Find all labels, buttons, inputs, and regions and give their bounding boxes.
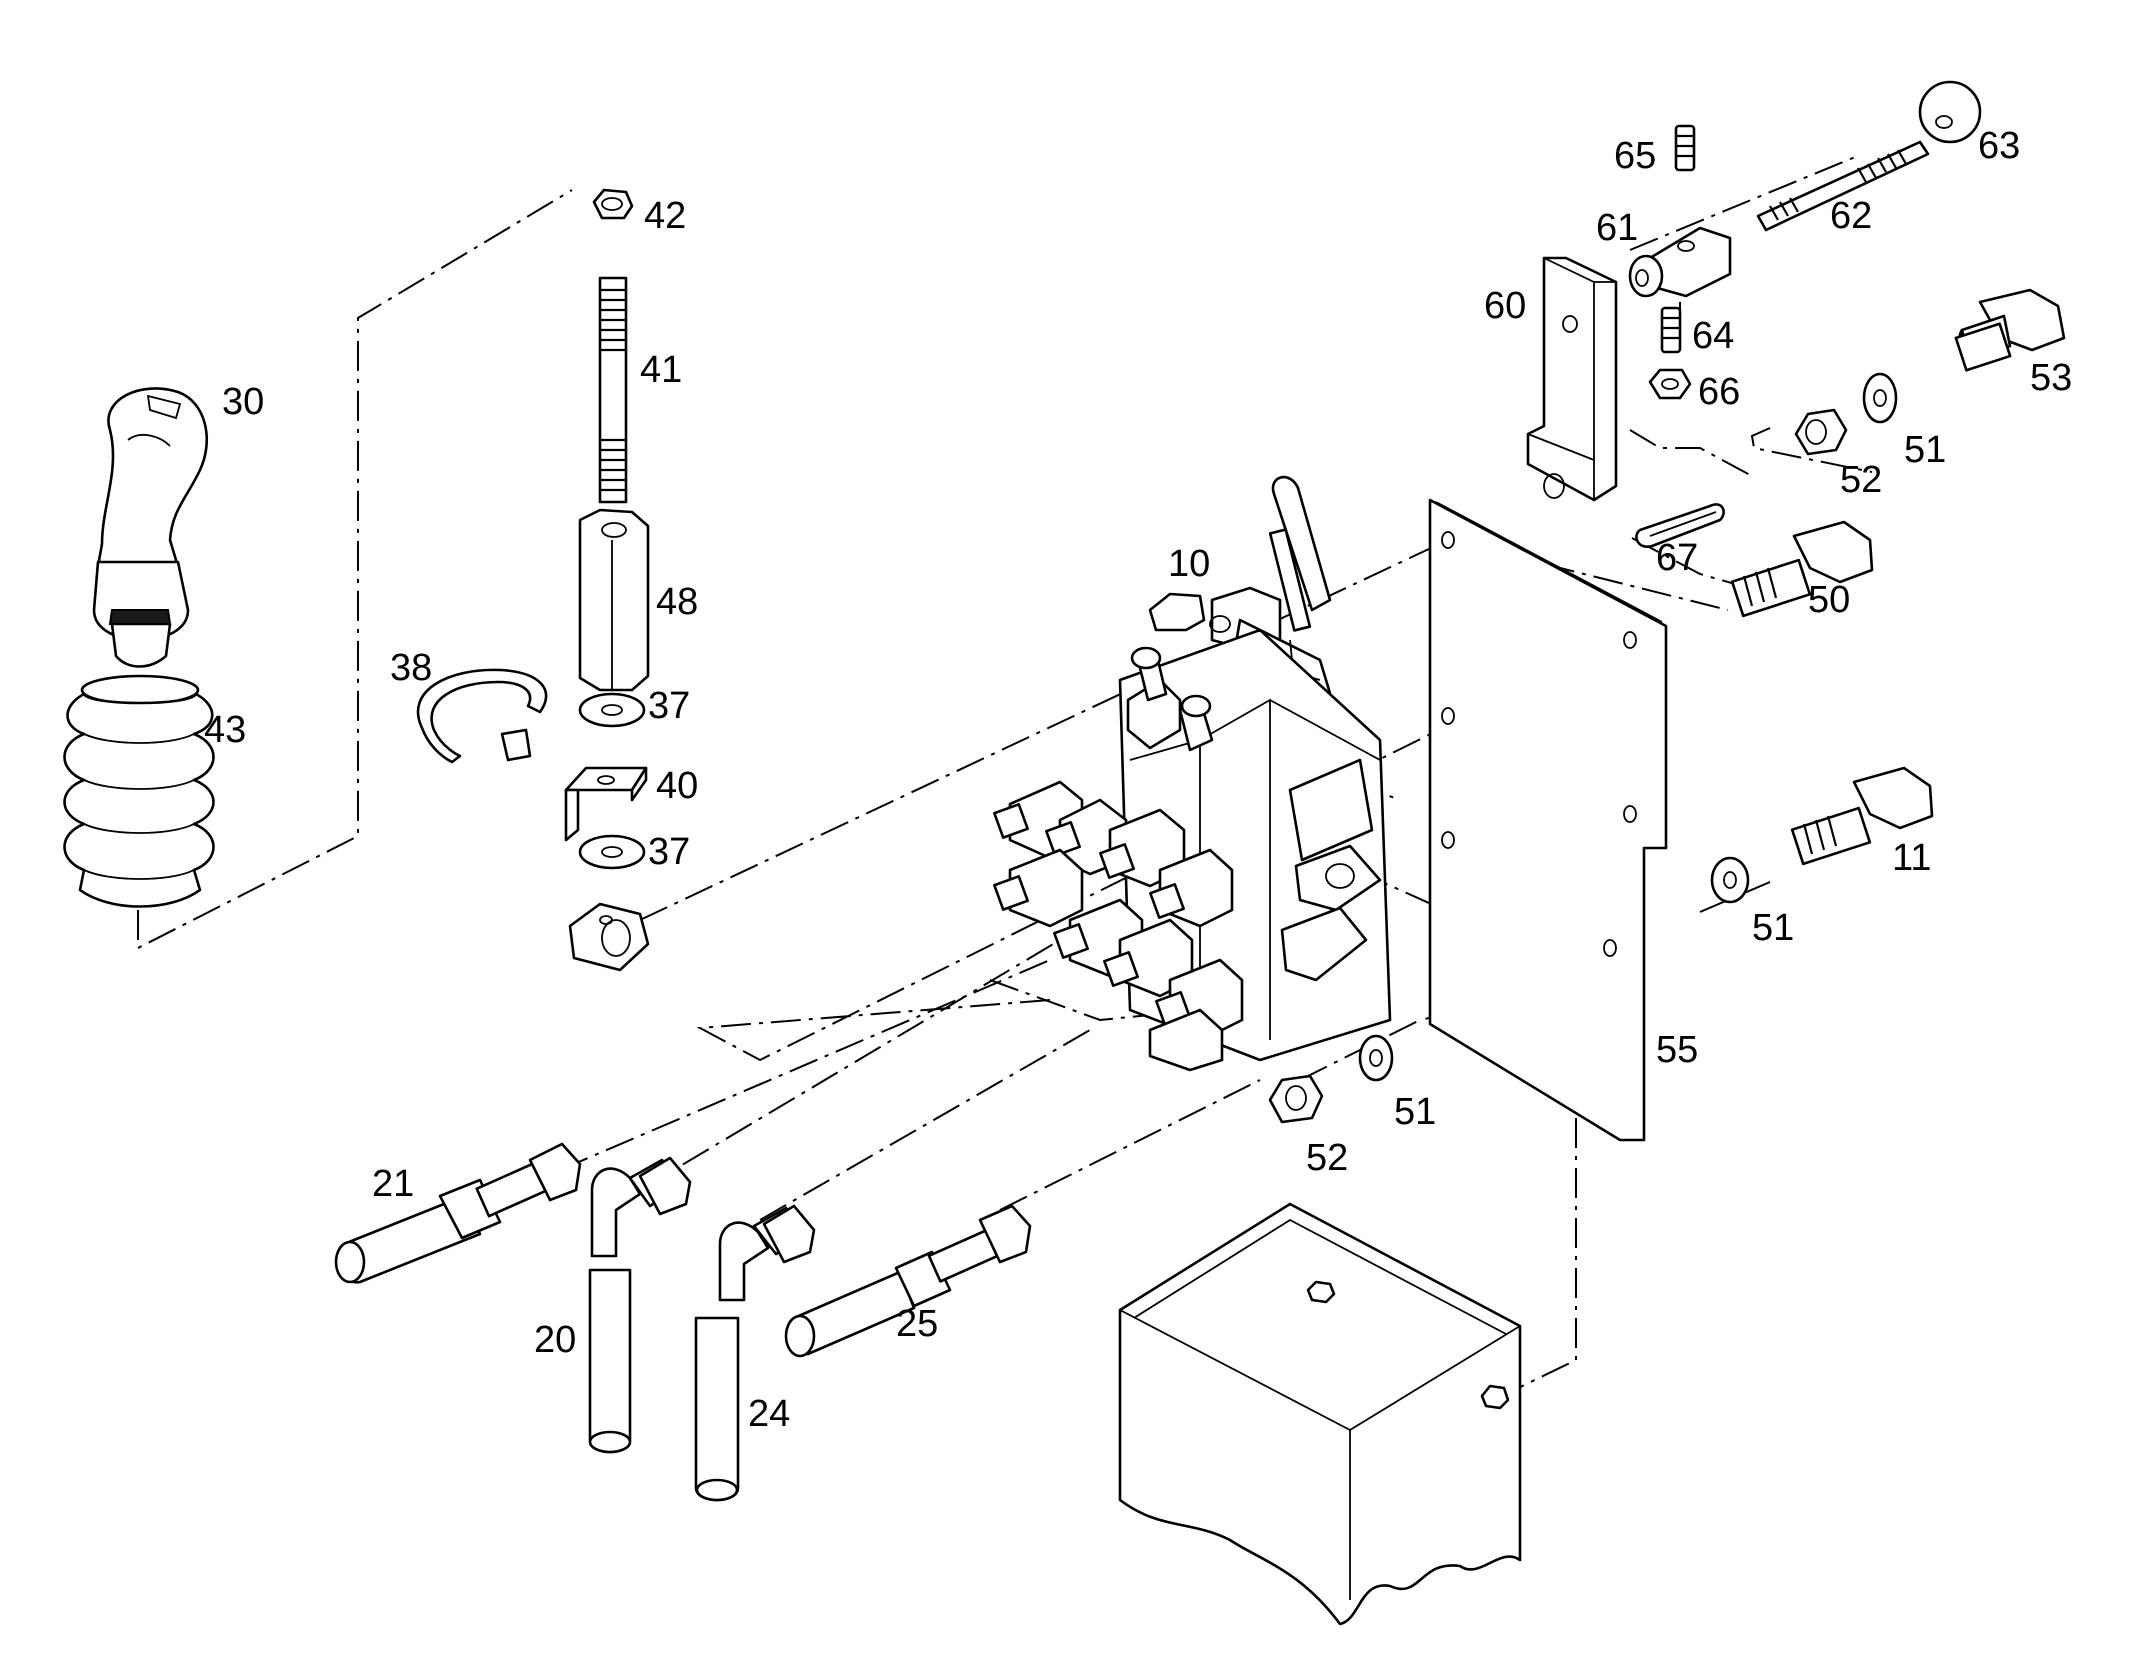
roll-pin-67	[1635, 503, 1725, 548]
callout-52-bottom: 52	[1306, 1137, 1348, 1179]
callout-63: 63	[1978, 125, 2020, 167]
callout-51-top: 51	[1904, 429, 1946, 471]
fitting-61	[1628, 226, 1732, 298]
bolt-50	[1730, 520, 1874, 618]
callout-61: 61	[1596, 207, 1638, 249]
callout-67: 67	[1656, 537, 1698, 579]
callout-51-right: 51	[1752, 907, 1794, 949]
callout-51-bottom: 51	[1394, 1091, 1436, 1133]
stud-41	[598, 276, 628, 504]
control-valve	[993, 475, 1392, 1072]
callout-21: 21	[372, 1163, 414, 1205]
set-screw-64	[1660, 306, 1682, 354]
callout-60: 60	[1484, 285, 1526, 327]
pivot-block	[568, 902, 650, 972]
callout-50: 50	[1808, 579, 1850, 621]
nut-52-bottom	[1268, 1074, 1324, 1124]
callout-66: 66	[1698, 371, 1740, 413]
ball-knob-63	[1918, 80, 1982, 144]
callout-62: 62	[1830, 195, 1872, 237]
washer-37-upper	[578, 692, 646, 728]
threaded-rod-62	[1756, 140, 1930, 232]
nut-52-top	[1794, 408, 1848, 456]
callout-65: 65	[1614, 135, 1656, 177]
bolt-11	[1790, 766, 1934, 866]
callout-10: 10	[1168, 543, 1210, 585]
mounting-plate	[1428, 498, 1668, 1142]
bracket-40	[564, 766, 648, 842]
callout-37-upper: 37	[648, 685, 690, 727]
nut-42	[592, 188, 634, 220]
hose-21	[334, 1142, 582, 1284]
bolt-53	[1954, 288, 2066, 372]
callout-43: 43	[204, 709, 246, 751]
tank	[1118, 1202, 1522, 1626]
callout-40: 40	[656, 765, 698, 807]
hose-25	[784, 1204, 1032, 1358]
spacer-48	[578, 508, 650, 692]
joystick-handle	[92, 387, 208, 668]
hose-24	[694, 1204, 816, 1502]
callout-64: 64	[1692, 315, 1734, 357]
callout-38: 38	[390, 647, 432, 689]
callout-20: 20	[534, 1319, 576, 1361]
set-screw-65	[1674, 124, 1696, 172]
callout-55: 55	[1656, 1029, 1698, 1071]
washer-37-lower	[578, 834, 646, 870]
callout-37-lower: 37	[648, 831, 690, 873]
washer-51-top	[1862, 372, 1898, 424]
spring-clip	[416, 668, 548, 764]
rubber-boot	[63, 674, 215, 908]
washer-51-right	[1710, 856, 1750, 904]
callout-53: 53	[2030, 357, 2072, 399]
callout-30: 30	[222, 381, 264, 423]
washer-51-bottom	[1358, 1034, 1394, 1082]
arm-60	[1526, 256, 1618, 502]
callout-labels: 10 11 20 21 24 25 30 37 37 38 40 41 42 4…	[204, 125, 2072, 1435]
callout-41: 41	[640, 349, 682, 391]
callout-52-top: 52	[1840, 459, 1882, 501]
callout-24: 24	[748, 1393, 790, 1435]
hose-20	[588, 1156, 692, 1454]
callout-48: 48	[656, 581, 698, 623]
callout-11: 11	[1892, 837, 1931, 879]
nut-66	[1648, 368, 1692, 400]
callout-42: 42	[644, 195, 686, 237]
callout-25: 25	[896, 1303, 938, 1345]
